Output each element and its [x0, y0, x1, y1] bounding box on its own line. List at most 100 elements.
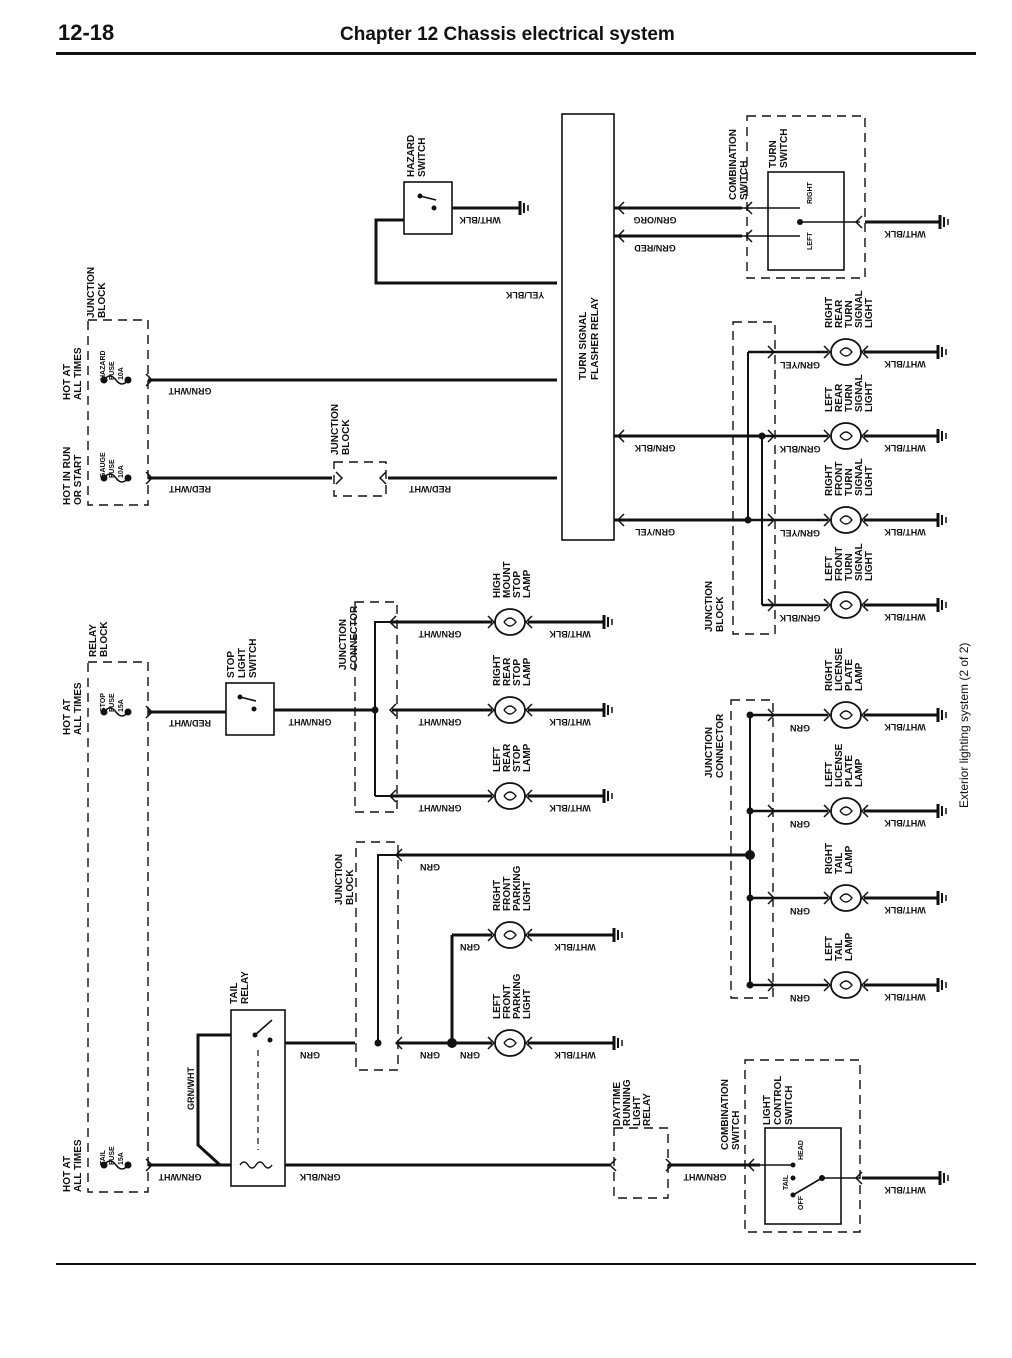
wire-label: GRN/WHT — [288, 717, 331, 727]
fuse-source-label: OR START — [73, 455, 84, 505]
connector-icon — [854, 1171, 863, 1185]
connector-icon — [145, 373, 154, 387]
lamp-label: TURN — [844, 384, 855, 412]
stop-light-switch-label: SWITCH — [248, 639, 259, 678]
wire-label: RED/WHT — [409, 484, 451, 494]
tail-relay-label: RELAY — [240, 971, 251, 1004]
hazard-switch-contact — [419, 195, 437, 201]
bulb-filament-icon — [839, 431, 853, 441]
lamp-label: LIGHT — [522, 881, 533, 911]
bulb-filament-icon — [839, 515, 853, 525]
tail-relay-box — [230, 1009, 286, 1187]
relay-coil-icon — [239, 1161, 273, 1169]
connector-icon — [524, 928, 533, 942]
connector-icon — [744, 229, 753, 243]
junction-block-label: BLOCK — [341, 419, 352, 455]
lamp-label: LIGHT — [864, 551, 875, 581]
wire-label: GRN — [790, 819, 810, 829]
junction-block-fuse-box — [87, 319, 149, 506]
lamp-label: PARKING — [512, 865, 523, 911]
junction-connector-right-box — [730, 699, 774, 999]
page-number: 12-18 — [58, 20, 115, 45]
fuse-icon — [103, 473, 129, 483]
lamp-label: STOP — [512, 571, 523, 598]
lamp-label: STOP — [512, 659, 523, 686]
lamp-label: LAMP — [844, 845, 855, 874]
connector-icon — [394, 848, 403, 862]
connector-icon — [860, 429, 869, 443]
combination-switch-label: SWITCH — [739, 161, 750, 200]
wire-label: GRN/WHT — [418, 629, 461, 639]
bulb-filament-icon — [839, 710, 853, 720]
fuse-source-label: HOT AT — [62, 1156, 73, 1192]
lamp-label: LEFT — [824, 936, 835, 961]
fuse-label: GAUGE — [100, 452, 107, 478]
hazard-switch-box — [403, 181, 453, 235]
connector-icon — [767, 804, 776, 818]
switch-terminal — [790, 1175, 796, 1181]
wire-label: WHT/BLK — [884, 818, 926, 828]
lamp-label: SIGNAL — [854, 374, 865, 412]
hazard-switch-contact — [431, 205, 437, 211]
fuse-label: 10A — [118, 465, 125, 478]
bulb-icon — [830, 797, 862, 825]
lamp-label: PLATE — [844, 755, 855, 787]
junction-connector-label: JUNCTION — [704, 727, 715, 778]
junction-block-label: JUNCTION — [334, 854, 345, 905]
splice-dot — [745, 850, 755, 860]
wire-label: GRN — [460, 1050, 480, 1060]
lamp-label: STOP — [512, 745, 523, 772]
connector-icon — [487, 789, 496, 803]
junction-block-label: JUNCTION — [704, 581, 715, 632]
switch-pivot — [797, 219, 803, 225]
switch-tail-label: TAIL — [783, 1174, 790, 1190]
splice-dot — [374, 1039, 382, 1047]
wire-label: GRN — [300, 1050, 320, 1060]
connector-icon — [487, 615, 496, 629]
combination-switch-label: COMBINATION — [728, 129, 739, 200]
connector-icon — [616, 513, 625, 527]
fuse-label: 15A — [118, 1152, 125, 1165]
splice-dot — [746, 894, 754, 902]
lamp-label: LEFT — [492, 747, 503, 772]
bulb-icon — [494, 1029, 526, 1057]
lamp-label: SIGNAL — [854, 543, 865, 581]
junction-block-label: JUNCTION — [330, 404, 341, 455]
bulb-icon — [830, 701, 862, 729]
stop-switch-contact — [239, 696, 257, 702]
flasher-relay-label: TURN SIGNAL — [578, 312, 589, 380]
connector-icon — [388, 615, 397, 629]
connector-icon — [524, 703, 533, 717]
wire — [254, 1019, 273, 1036]
wire-label: GRN/RED — [634, 243, 676, 253]
lamp-label: TAIL — [834, 940, 845, 961]
connector-icon — [616, 429, 625, 443]
lamp-label: RIGHT — [824, 843, 835, 874]
connector-icon — [767, 429, 776, 443]
connector-icon — [823, 345, 832, 359]
connector-icon — [744, 201, 753, 215]
wire-label: WHT/BLK — [884, 443, 926, 453]
fuse-icon — [103, 1160, 129, 1170]
wire-label: WHT/BLK — [549, 803, 591, 813]
lamp-label: REAR — [834, 299, 845, 328]
connector-icon — [388, 789, 397, 803]
lamp-label: TAIL — [834, 853, 845, 874]
tail-relay-label: TAIL — [229, 983, 240, 1004]
fuse-source-label: ALL TIMES — [73, 1139, 84, 1192]
connector-icon — [378, 471, 387, 485]
wire-label: WHT/BLK — [459, 215, 501, 225]
splice-dot — [746, 981, 754, 989]
lamp-label: REAR — [502, 657, 513, 686]
fuse-label: FUSE — [109, 693, 116, 712]
bulb-filament-icon — [839, 806, 853, 816]
lamp-label: RIGHT — [824, 297, 835, 328]
lamp-label: LAMP — [522, 569, 533, 598]
bulb-icon — [830, 884, 862, 912]
bulb-icon — [494, 782, 526, 810]
stop-light-switch-label: STOP — [226, 651, 237, 678]
bulb-icon — [494, 696, 526, 724]
connector-icon — [823, 429, 832, 443]
wire-label: GRN/WHT — [418, 803, 461, 813]
junction-block-label: BLOCK — [345, 869, 356, 905]
